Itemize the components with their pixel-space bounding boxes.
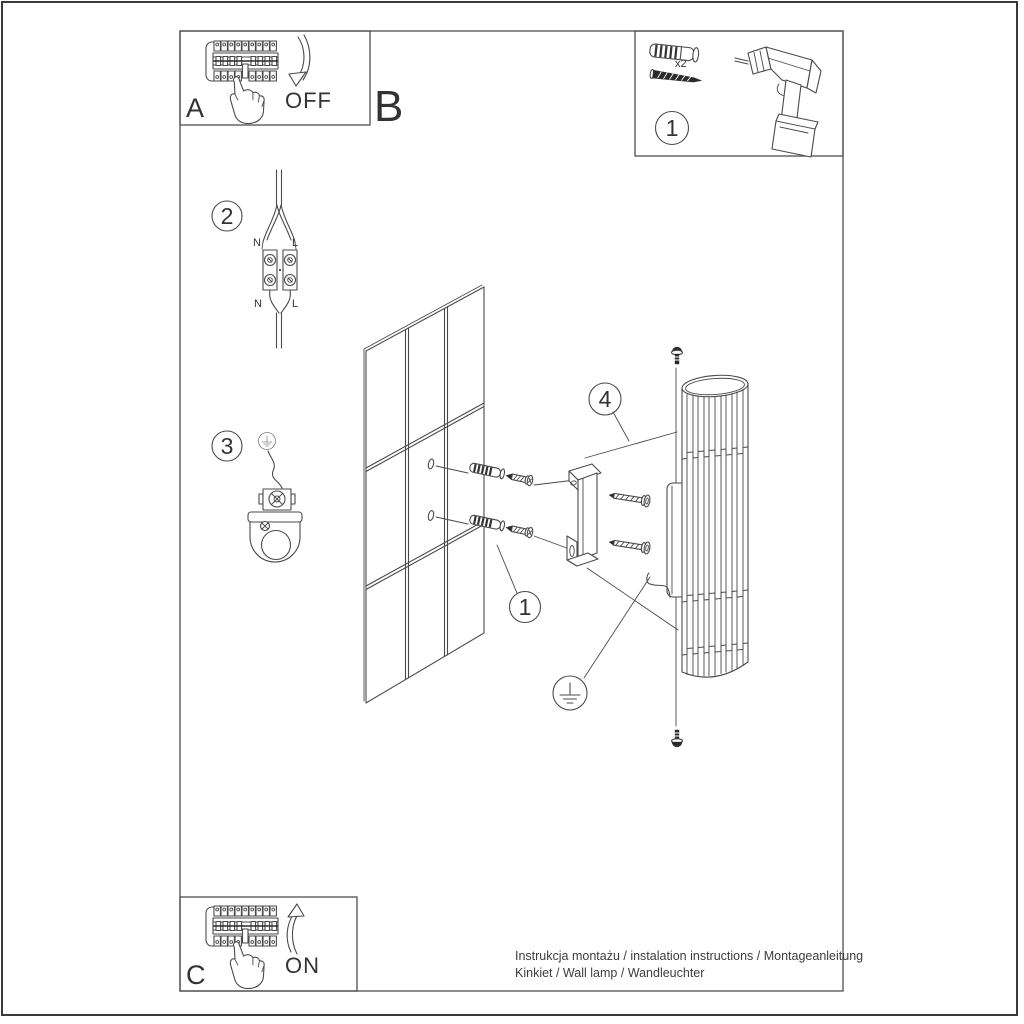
screw-icon (504, 469, 535, 487)
step-1-badge: 1 (654, 110, 690, 146)
section-c-label: C (186, 960, 206, 990)
wire-label-bottom-l: L (292, 298, 298, 310)
circuit-breaker-icon (205, 905, 279, 947)
wiring-step: 2 N L N L (211, 169, 298, 349)
curved-arrow-up-icon (286, 903, 305, 955)
earth-hook-wire (646, 572, 671, 598)
callout-step-1: 1 (496, 544, 542, 624)
step-2-badge: 2 (211, 200, 243, 232)
step-2-number: 2 (221, 203, 234, 229)
section-a-label: A (186, 93, 204, 123)
footer-line-1: Instrukcja montażu / instalation instruc… (515, 949, 863, 963)
step-3-number: 3 (221, 433, 234, 459)
wall-plug-icon (649, 43, 700, 63)
earth-terminal-icon (258, 488, 296, 511)
step-1-number: 1 (519, 594, 532, 620)
parts-step-number: 1 (666, 115, 679, 141)
wire-label-top-l: L (292, 237, 298, 249)
lamp-top-screw-icon (670, 346, 684, 365)
earthing-step: 3 (211, 430, 303, 563)
section-c-box: C ON (179, 896, 358, 992)
drill-hole-top (427, 458, 435, 470)
lamp-rear-channel (646, 482, 684, 598)
wire-label-top-n: N (253, 237, 261, 249)
screw-icon (504, 521, 535, 539)
lamp-body (681, 374, 749, 678)
wall-lamp (646, 346, 749, 748)
step-3-badge: 3 (211, 430, 243, 462)
wall-tiles (363, 284, 485, 704)
earth-callout (552, 576, 651, 711)
ground-symbol-icon (258, 432, 276, 450)
anchor-quantity-label: x2 (675, 58, 687, 70)
section-b-frame (179, 30, 844, 992)
drill-icon (734, 46, 822, 158)
circuit-breaker-icon (205, 40, 279, 82)
ground-symbol-icon (552, 675, 588, 711)
screw-icon (607, 535, 652, 555)
callout-step-4: 4 (584, 382, 679, 631)
lamp-bottom-screw-icon (670, 729, 684, 748)
step-4-number: 4 (599, 386, 612, 412)
curved-arrow-down-icon (288, 34, 311, 87)
mounting-bracket (566, 463, 602, 567)
earth-wire (267, 450, 283, 489)
on-label: ON (285, 953, 320, 978)
section-b-label: B (374, 82, 403, 131)
section-a-box: A OFF (179, 30, 371, 127)
parts-box: x2 1 (634, 30, 844, 158)
drill-hole-bottom (427, 510, 435, 521)
off-label: OFF (285, 88, 332, 113)
wire-label-bottom-n: N (254, 298, 262, 310)
canopy-icon (247, 511, 303, 563)
footer-line-2: Kinkiet / Wall lamp / Wandleuchter (515, 966, 704, 980)
wire-terminal-icon (261, 169, 298, 349)
footer-text: Instrukcja montażu / instalation instruc… (515, 949, 863, 980)
screw-icon (649, 68, 703, 83)
screw-icon (607, 488, 652, 508)
